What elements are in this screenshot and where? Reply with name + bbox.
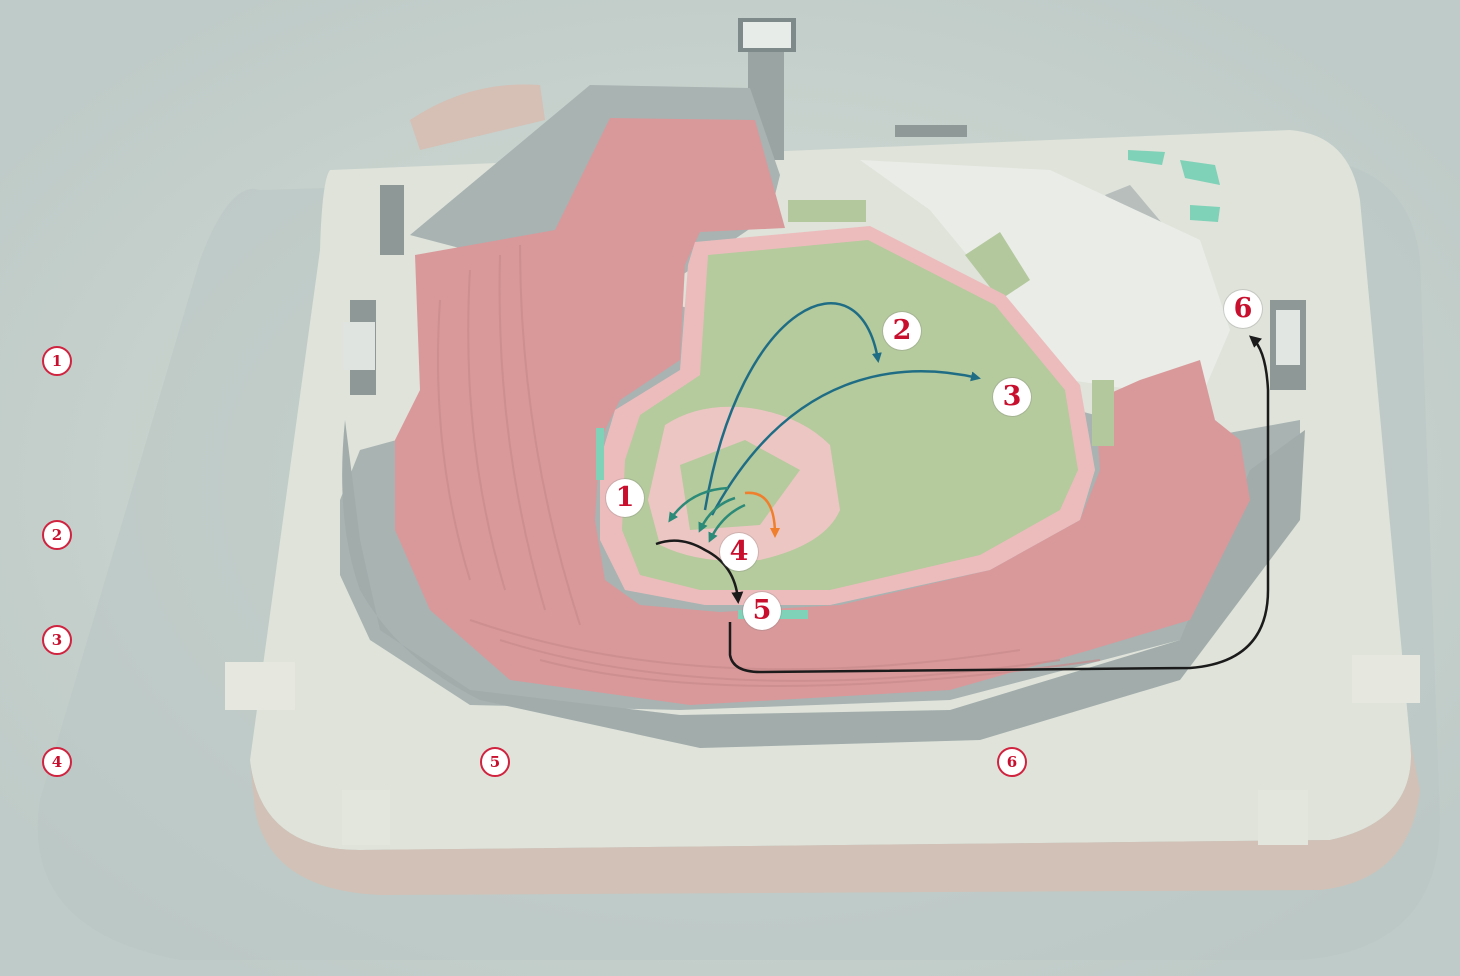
legend-marker-5: 5 <box>480 747 510 777</box>
rf-scoreboard <box>895 125 967 137</box>
blue-arc-short <box>703 302 882 511</box>
seating-rows <box>437 244 581 626</box>
teal-arc-2 <box>698 496 736 533</box>
teal-arc-3 <box>708 503 746 543</box>
orange-arc <box>744 491 780 538</box>
light-tower-left <box>343 300 376 395</box>
front-tower-1 <box>342 790 390 845</box>
legend-marker-4: 4 <box>42 747 72 777</box>
rf-canopy-4 <box>1190 205 1220 222</box>
rf-bullpen <box>1092 380 1114 446</box>
seating-bowl <box>395 118 1250 705</box>
rf-upper-stands <box>860 160 1230 400</box>
rf-canopy-3 <box>1180 160 1220 185</box>
facade-front <box>250 740 1420 895</box>
legend-marker-3: 3 <box>42 625 72 655</box>
legend-marker-6: 6 <box>997 747 1027 777</box>
front-block-2 <box>1352 655 1420 703</box>
rf-canopy-2 <box>1128 150 1165 165</box>
teal-arc-1 <box>668 486 729 523</box>
legend-marker-1: 1 <box>42 346 72 376</box>
blue-arc-long <box>710 370 981 516</box>
front-tower-2 <box>1258 790 1308 845</box>
seating-rows-bottom <box>469 619 1101 687</box>
light-tower-right <box>1270 300 1306 390</box>
map-marker-3: 3 <box>993 378 1031 416</box>
cf-green-patch <box>788 200 866 222</box>
front-block-1 <box>225 662 295 710</box>
black-route-to-5 <box>655 539 744 604</box>
map-marker-5: 5 <box>743 592 781 630</box>
map-marker-2: 2 <box>883 312 921 350</box>
light-tower-left-upper <box>380 185 404 255</box>
dugout-teal-left <box>596 428 604 480</box>
map-marker-6: 6 <box>1224 290 1262 328</box>
map-marker-1: 1 <box>606 479 644 517</box>
map-marker-4: 4 <box>720 533 758 571</box>
rf-green-patch <box>965 232 1030 300</box>
facade-arches <box>410 84 545 150</box>
legend-marker-2: 2 <box>42 520 72 550</box>
black-route-to-6 <box>728 335 1270 674</box>
